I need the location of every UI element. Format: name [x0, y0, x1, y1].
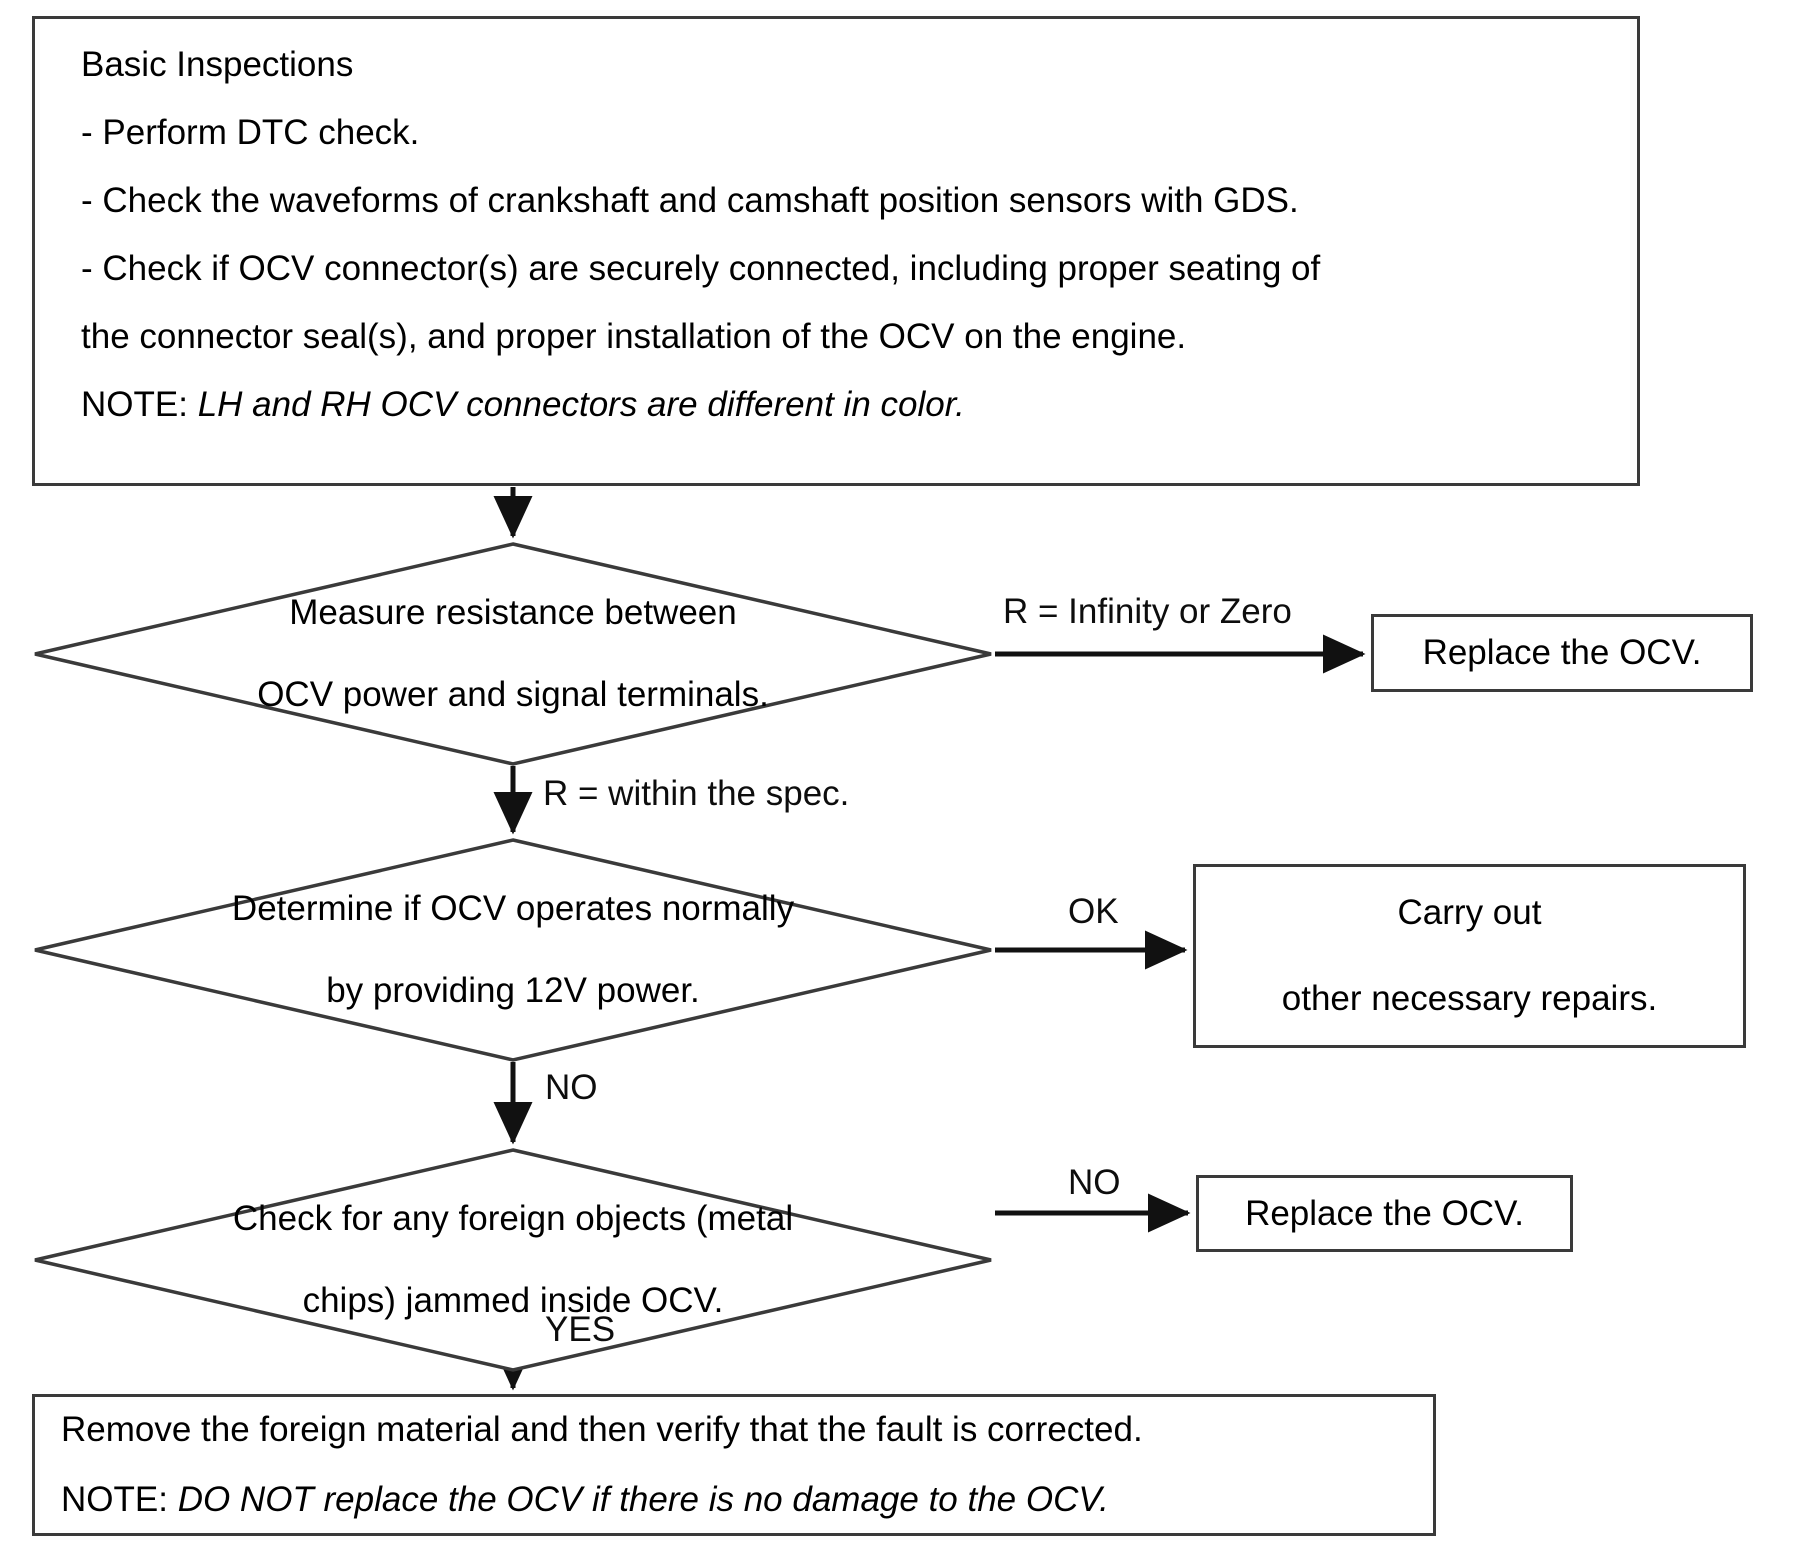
remove-note-prefix: NOTE:	[61, 1480, 178, 1519]
intro-line-2: - Check the waveforms of crankshaft and …	[81, 181, 1299, 220]
outcome-replace-ocv-2: Replace the OCV.	[1196, 1175, 1573, 1252]
carry-out-line-1: Carry out	[1397, 893, 1542, 932]
decision-check-foreign-objects: Check for any foreign objects (metal chi…	[33, 1148, 993, 1372]
diamond-shape	[34, 1148, 992, 1372]
outcome-remove-foreign-material: Remove the foreign material and then ver…	[32, 1394, 1436, 1536]
edge-label-no-foreign: NO	[1068, 1163, 1121, 1202]
edge-label-ok: OK	[1068, 892, 1119, 931]
replace-ocv-2-label: Replace the OCV.	[1245, 1193, 1524, 1233]
intro-line-1: - Perform DTC check.	[81, 113, 420, 152]
intro-heading: Basic Inspections	[81, 45, 354, 84]
remove-note: NOTE: DO NOT replace the OCV if there is…	[61, 1480, 1109, 1520]
diamond-shape	[34, 838, 992, 1062]
edge-label-no-operation: NO	[545, 1068, 598, 1107]
intro-note-text: LH and RH OCV connectors are different i…	[197, 385, 965, 424]
intro-note-prefix: NOTE:	[81, 385, 198, 424]
remove-line-1: Remove the foreign material and then ver…	[61, 1410, 1143, 1449]
decision-measure-resistance: Measure resistance between OCV power and…	[33, 542, 993, 766]
intro-line-3: - Check if OCV connector(s) are securely…	[81, 249, 1321, 288]
replace-ocv-1-label: Replace the OCV.	[1422, 633, 1702, 672]
decision-determine-operation: Determine if OCV operates normally by pr…	[33, 838, 993, 1062]
basic-inspections-box: Basic Inspections - Perform DTC check. -…	[32, 16, 1640, 486]
edge-label-yes-foreign: YES	[545, 1310, 616, 1349]
intro-line-4: the connector seal(s), and proper instal…	[81, 317, 1187, 356]
diamond-shape	[34, 542, 992, 766]
intro-note: NOTE: LH and RH OCV connectors are diffe…	[81, 385, 1637, 425]
carry-out-line-2: other necessary repairs.	[1281, 979, 1658, 1018]
outcome-carry-out-repairs: Carry out other necessary repairs.	[1193, 864, 1746, 1048]
edge-label-within-spec: R = within the spec.	[543, 774, 850, 813]
edge-label-infinity-or-zero: R = Infinity or Zero	[1003, 592, 1292, 631]
outcome-replace-ocv-1: Replace the OCV.	[1371, 614, 1753, 692]
remove-note-text: DO NOT replace the OCV if there is no da…	[177, 1480, 1109, 1519]
